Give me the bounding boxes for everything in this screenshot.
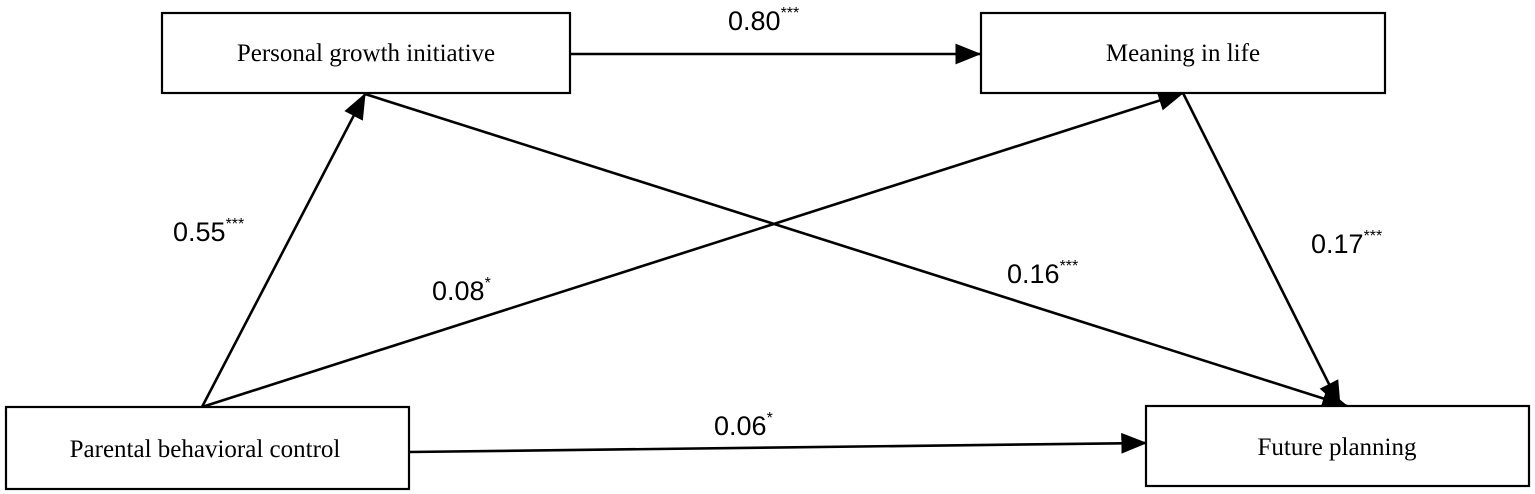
- edge-pbc-to-mil: [201, 90, 1185, 409]
- node-personal-growth-initiative: Personal growth initiative: [160, 11, 572, 95]
- node-meaning-in-life: Meaning in life: [979, 11, 1387, 95]
- coef-pbc-fp: 0.06*: [714, 410, 773, 441]
- node-label-pbc: Parental behavioral control: [70, 436, 341, 463]
- edge-pbc-to-pgi: [200, 92, 367, 408]
- node-label-mil: Meaning in life: [1106, 40, 1260, 67]
- edge-mil-to-fp: [1181, 92, 1342, 408]
- node-parental-behavioral-control: Parental behavioral control: [4, 405, 411, 491]
- node-future-planning: Future planning: [1144, 404, 1531, 488]
- edge-pbc-to-fp: [408, 432, 1148, 454]
- coef-pbc-mil: 0.08*: [432, 275, 491, 306]
- node-label-pgi: Personal growth initiative: [237, 40, 495, 67]
- coef-pbc-pgi: 0.55***: [173, 216, 244, 247]
- edge-pgi-to-fp: [364, 92, 1349, 409]
- node-label-fp: Future planning: [1257, 434, 1417, 461]
- coef-pgi-fp: 0.16***: [1007, 258, 1078, 289]
- coef-pgi-mil: 0.80***: [728, 5, 799, 36]
- coef-mil-fp: 0.17***: [1311, 228, 1382, 259]
